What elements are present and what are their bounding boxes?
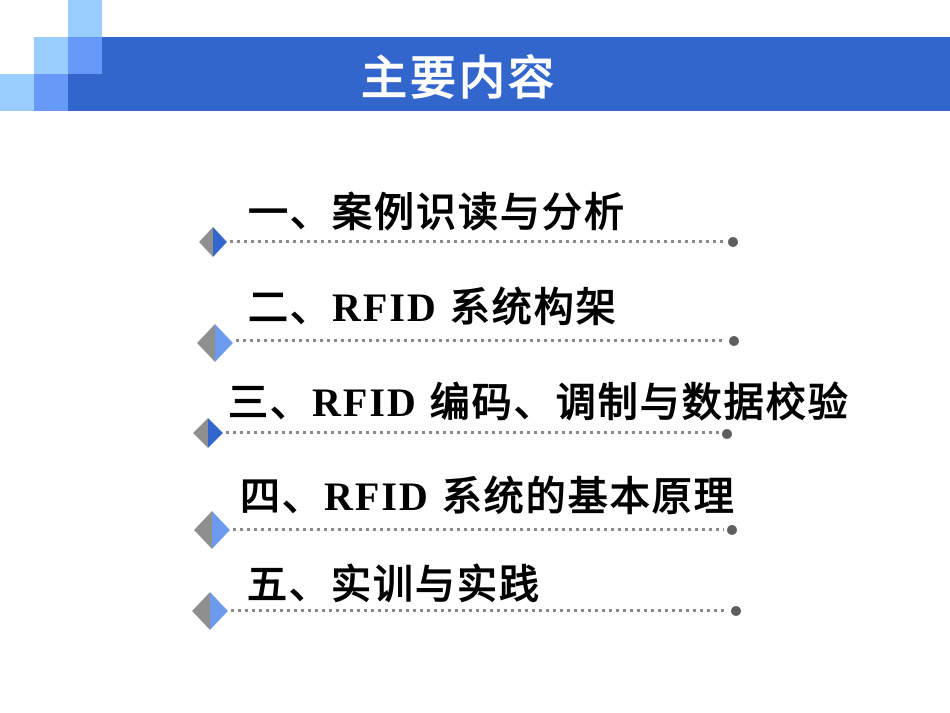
diamond-bullet-icon	[194, 511, 230, 549]
list-item-label: 五、实训与实践	[247, 562, 541, 607]
decor-square	[0, 74, 34, 111]
rule-end-dot-icon	[729, 336, 739, 346]
dotted-rule	[231, 609, 728, 612]
decor-square	[34, 37, 68, 74]
slide-title: 主要内容	[361, 52, 557, 104]
rule-end-dot-icon	[727, 525, 737, 535]
rule-end-dot-icon	[728, 237, 738, 247]
title-bar	[68, 37, 950, 111]
decor-square	[68, 37, 102, 74]
diamond-bullet-icon	[193, 418, 223, 448]
list-item-label: 一、案例识读与分析	[248, 190, 626, 235]
diamond-bullet-icon	[197, 324, 233, 362]
decor-square	[68, 0, 102, 37]
diamond-bullet-icon	[199, 227, 227, 257]
decor-square	[34, 74, 68, 111]
dotted-rule	[233, 528, 724, 531]
rule-end-dot-icon	[722, 429, 732, 439]
diamond-bullet-icon	[192, 592, 228, 630]
list-item-label: 三、RFID 编码、调制与数据校验	[228, 380, 850, 425]
list-item-label: 四、RFID 系统的基本原理	[240, 474, 736, 519]
dotted-rule	[230, 240, 724, 243]
dotted-rule	[226, 431, 719, 434]
rule-end-dot-icon	[731, 606, 741, 616]
list-item-label: 二、RFID 系统构架	[248, 285, 618, 330]
dotted-rule	[236, 339, 726, 342]
